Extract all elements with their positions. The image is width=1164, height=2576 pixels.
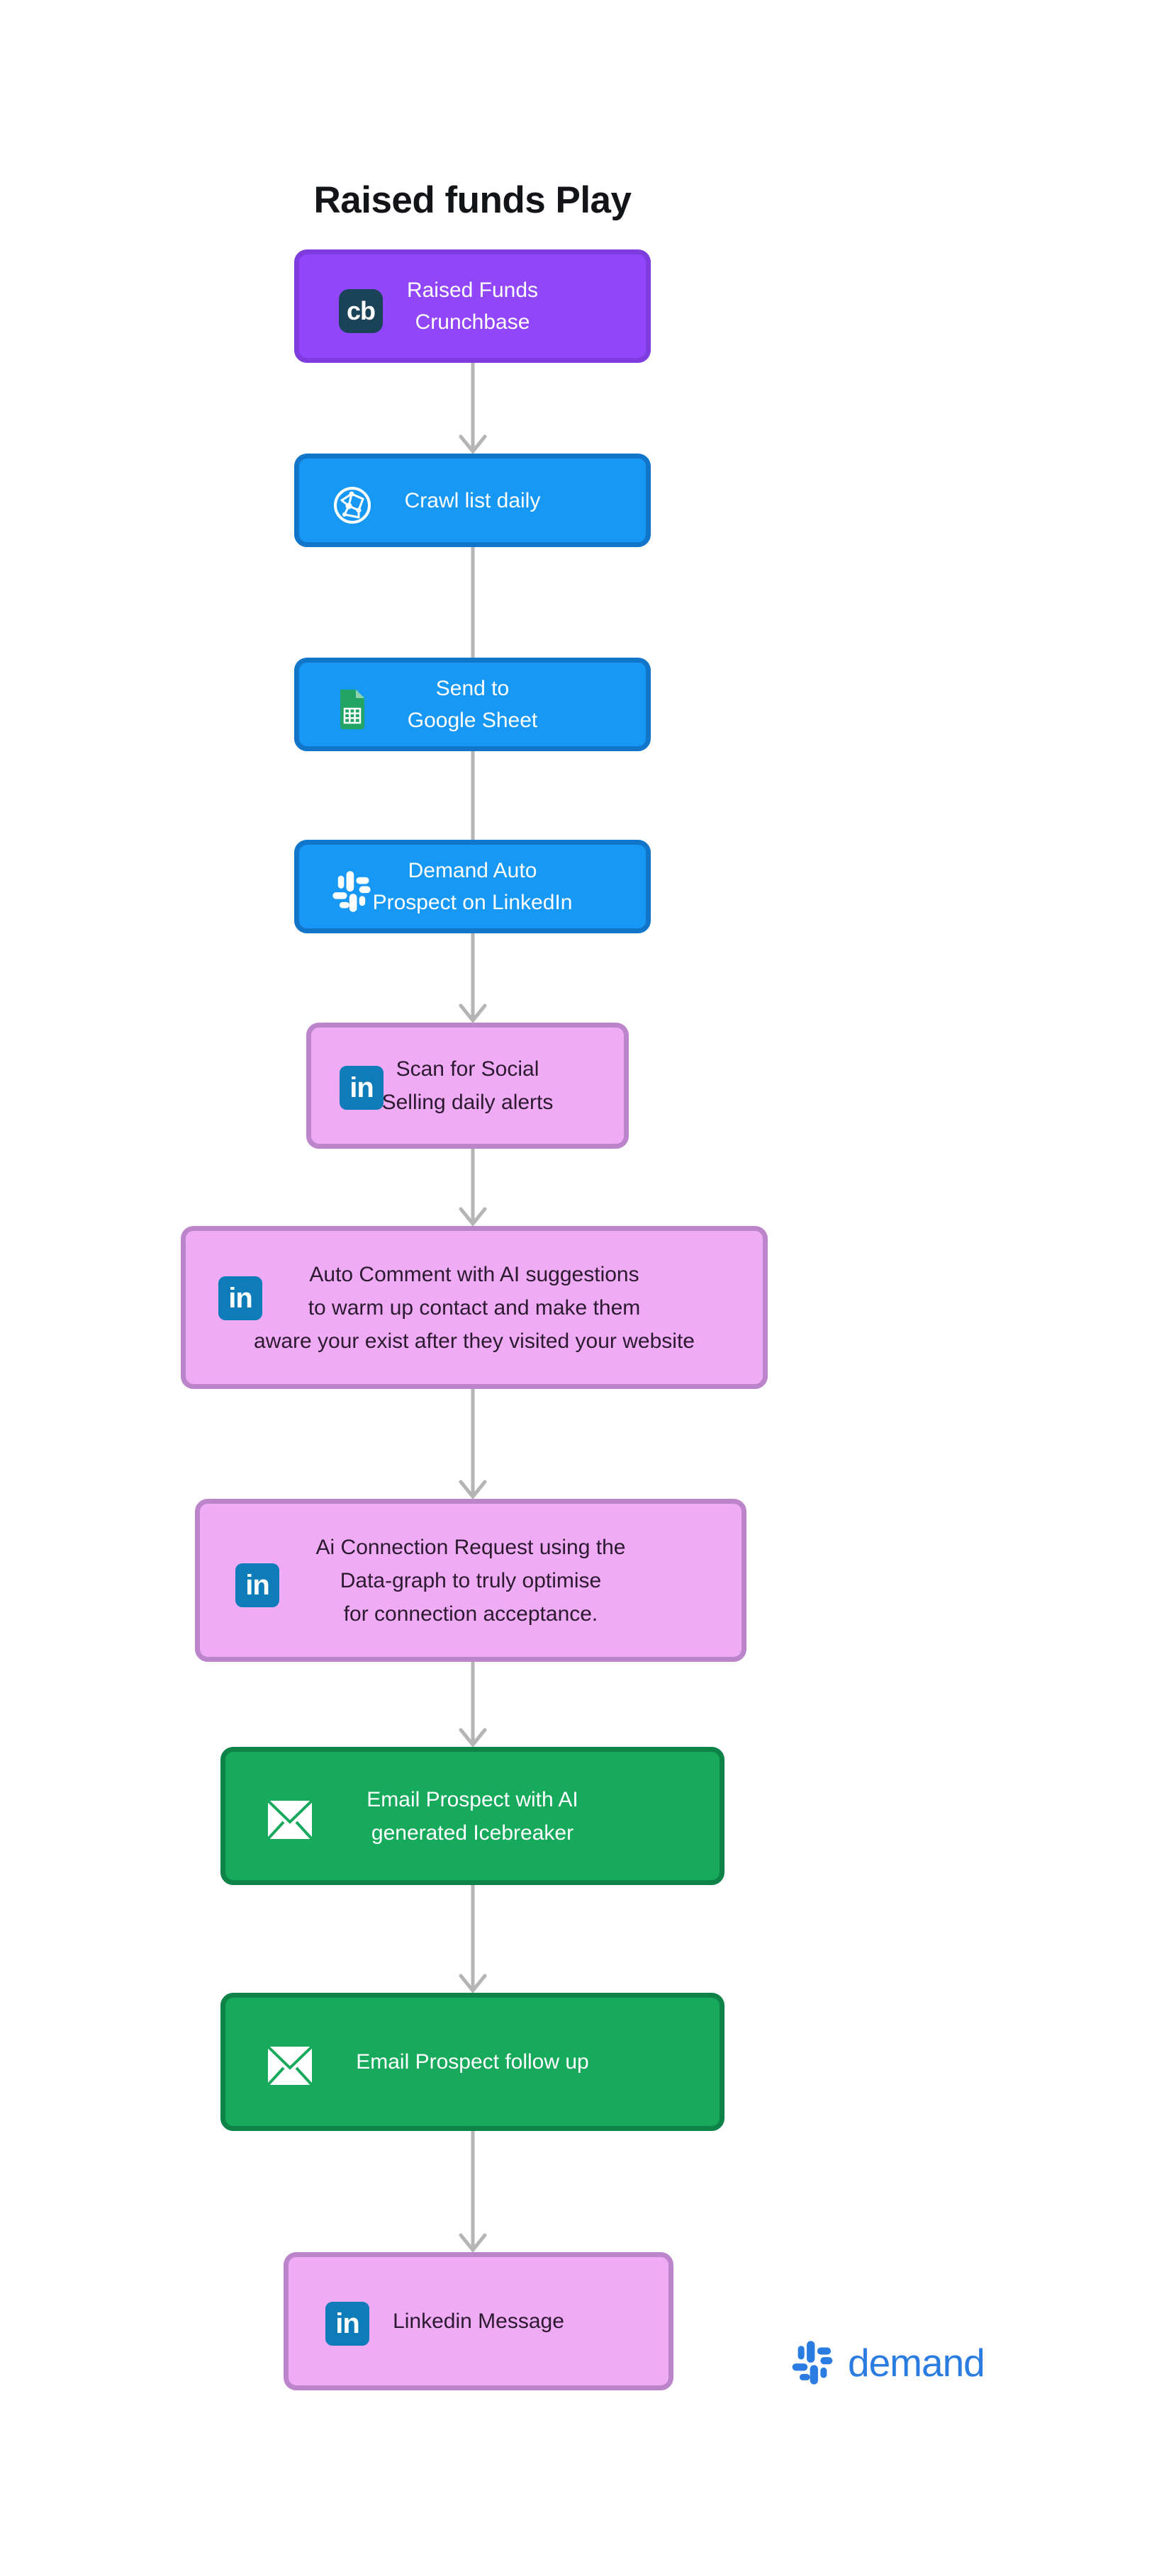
crunchbase-icon: cb — [339, 289, 383, 333]
node-label-line: Google Sheet — [407, 709, 538, 732]
connector-arrow — [459, 1389, 487, 1499]
crunchbase-glyph: cb — [346, 296, 376, 325]
node-label-line: Raised Funds — [406, 279, 539, 302]
page-title: Raised funds Play — [313, 179, 632, 221]
node-label-line: Crunchbase — [415, 310, 530, 334]
connector-arrow — [459, 2131, 487, 2252]
node-label-line: Email Prospect with AI — [366, 1787, 578, 1811]
email-icon — [267, 2045, 313, 2086]
connector-arrow — [459, 363, 487, 454]
linkedin-icon: in — [325, 2302, 369, 2346]
node-label-line: Email Prospect follow up — [356, 2050, 589, 2074]
flow-node-send-to-google-sheet: Send to Google Sheet — [294, 658, 651, 751]
flow-node-email-icebreaker: Email Prospect with AI generated Icebrea… — [220, 1747, 724, 1885]
flow-node-ai-connection-request: in Ai Connection Request using the Data-… — [195, 1499, 746, 1662]
flow-node-demand-auto-prospect: Demand Auto Prospect on LinkedIn — [294, 840, 651, 933]
node-label-line: for connection acceptance. — [343, 1602, 598, 1626]
flow-node-crawl-list-daily: Crawl list daily — [294, 454, 651, 547]
connector-arrow — [459, 1885, 487, 1993]
google-sheets-icon — [340, 690, 364, 729]
connector-arrow — [459, 933, 487, 1023]
node-label-line: Send to — [435, 677, 510, 700]
flow-node-linkedin-message: in Linkedin Message — [284, 2252, 673, 2390]
node-label-line: generated Icebreaker — [371, 1821, 574, 1845]
linkedin-icon: in — [340, 1066, 384, 1110]
connector-arrow — [459, 1149, 487, 1226]
globe-icon — [334, 487, 371, 524]
node-label-line: aware your exist after they visited your… — [254, 1329, 695, 1353]
linkedin-icon: in — [235, 1563, 279, 1607]
node-label-line: Linkedin Message — [393, 2310, 564, 2333]
flow-node-email-follow-up: Email Prospect follow up — [220, 1993, 724, 2131]
node-label-line: Scan for Social — [396, 1057, 539, 1081]
email-icon — [267, 1799, 313, 1840]
connector-line — [471, 547, 475, 658]
demand-logo: demand — [788, 2339, 985, 2387]
node-label-line: Demand Auto — [408, 859, 537, 882]
node-label-line: Crawl list daily — [404, 488, 541, 512]
node-label-line: Ai Connection Request using the — [315, 1535, 626, 1559]
demand-logo-icon — [792, 2341, 833, 2385]
linkedin-glyph: in — [349, 1072, 374, 1103]
node-label-line: to warm up contact and make them — [308, 1295, 641, 1320]
node-label-line: Selling daily alerts — [381, 1091, 554, 1114]
flow-node-raised-funds-crunchbase: cb Raised Funds Crunchbase — [294, 249, 651, 363]
connector-line — [471, 751, 475, 840]
linkedin-icon: in — [218, 1276, 262, 1320]
demand-icon — [332, 871, 371, 912]
flow-node-auto-comment-ai: in Auto Comment with AI suggestions to w… — [181, 1226, 768, 1389]
linkedin-glyph: in — [335, 2307, 360, 2339]
demand-logo-text: demand — [848, 2341, 985, 2385]
linkedin-glyph: in — [228, 1282, 253, 1314]
linkedin-glyph: in — [245, 1569, 270, 1601]
connector-arrow — [459, 1662, 487, 1747]
node-label-line: Data-graph to truly optimise — [340, 1568, 602, 1592]
node-label-line: Auto Comment with AI suggestions — [309, 1262, 639, 1286]
flow-node-scan-social-selling: in Scan for Social Selling daily alerts — [306, 1023, 629, 1149]
node-label-line: Prospect on LinkedIn — [372, 891, 573, 914]
